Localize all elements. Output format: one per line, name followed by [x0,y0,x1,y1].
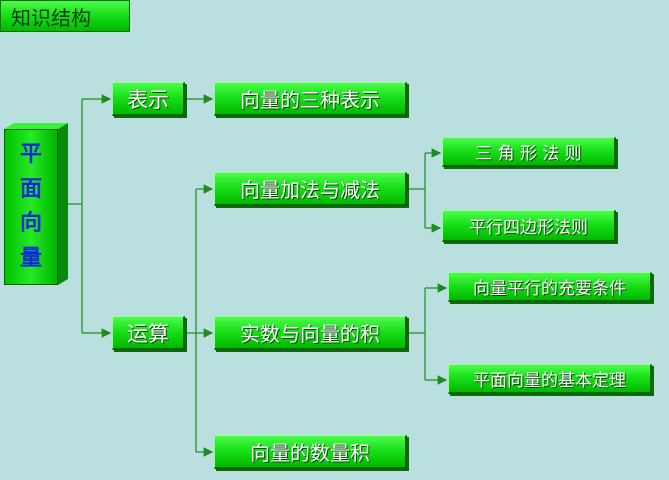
node-add-subtract: 向量加法与减法 [214,172,407,206]
node-triangle-rule: 三 角 形 法 则 [442,137,616,167]
node-operations: 运算 [112,316,185,350]
root-node-side-face [58,123,68,285]
root-node-plane-vector: 平 面 向 量 [4,123,68,285]
node-parallel-condition: 向量平行的充要条件 [448,272,652,302]
node-represent: 表示 [112,82,185,116]
root-char-1: 平 [19,142,42,168]
node-scalar-product: 实数与向量的积 [214,316,407,350]
section-title: 知识结构 [0,0,130,32]
root-node-top-face [4,123,68,129]
node-parallelogram-rule: 平行四边形法则 [442,210,616,242]
root-char-4: 量 [19,245,42,271]
node-three-representations: 向量的三种表示 [214,82,407,116]
node-dot-product: 向量的数量积 [214,435,407,469]
root-char-2: 面 [19,176,42,202]
node-basic-theorem: 平面向量的基本定理 [448,364,652,394]
root-node-front: 平 面 向 量 [4,129,58,285]
root-char-3: 向 [19,211,42,237]
